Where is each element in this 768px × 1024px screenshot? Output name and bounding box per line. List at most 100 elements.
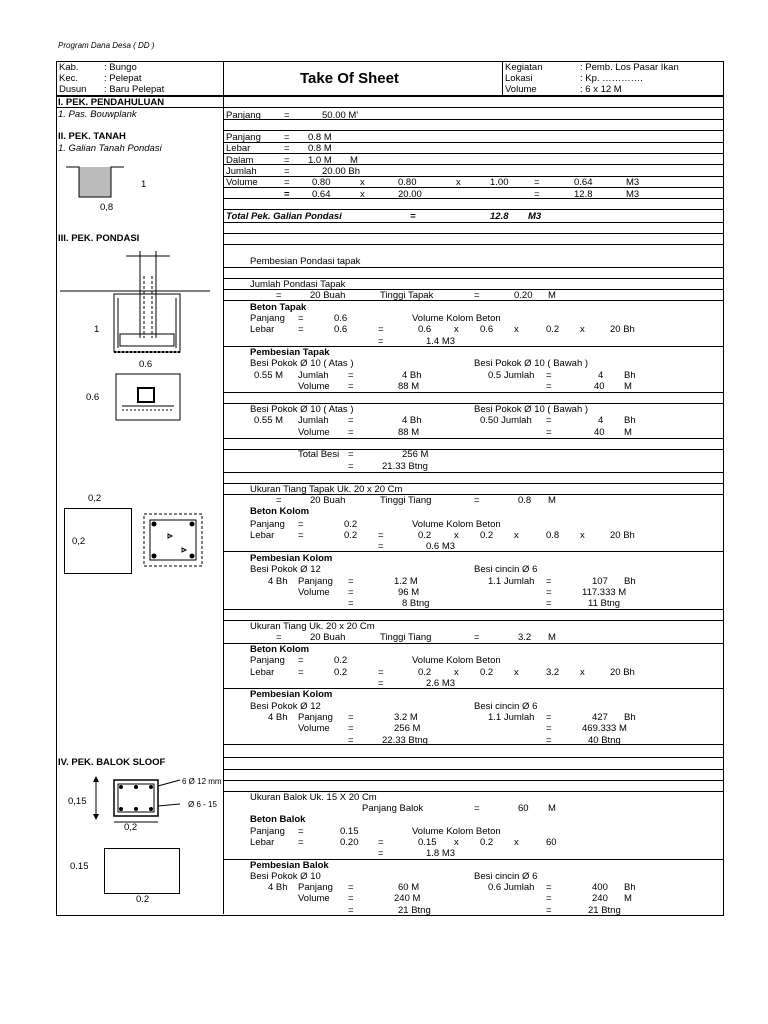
cell-text: 60 M (398, 882, 420, 893)
cell-text: 0.6 (334, 313, 348, 324)
cell-text: M (350, 155, 358, 166)
cell-text: = (298, 313, 304, 324)
cell-text: Pembesian Kolom (250, 553, 333, 564)
row-line (224, 643, 723, 644)
cell-text: M (548, 803, 556, 814)
row-line (224, 757, 723, 758)
cell-text: 0.80 (312, 177, 331, 188)
cell-text: Besi cincin Ø 6 (474, 871, 538, 882)
cell-text: = (348, 370, 354, 381)
cell-text: Volume Kolom Beton (412, 826, 501, 837)
cell-text: Ukuran Tiang Tapak Uk. 20 x 20 Cm (250, 484, 403, 495)
pondasi-plan-height-label: 0.6 (86, 392, 100, 403)
kegiatan-value: : Pemb. Los Pasar Ikan (580, 62, 679, 73)
cell-text: Panjang (250, 655, 285, 666)
cell-text: Pembesian Tapak (250, 347, 330, 358)
cell-text: 0.2 (334, 655, 348, 666)
cell-text: = (378, 336, 384, 347)
cell-text: = (276, 632, 282, 643)
cell-text: = (348, 381, 354, 392)
row-line (224, 300, 723, 301)
cell-text: = (284, 132, 290, 143)
pondasi-plan-drawing (115, 373, 181, 421)
cell-text: Pembesian Kolom (250, 689, 333, 700)
cell-text: 40 (594, 381, 605, 392)
cell-text: = (298, 655, 304, 666)
cell-text: Panjang (250, 826, 285, 837)
cell-text: Pembesian Balok (250, 860, 329, 871)
cell-text: = (284, 143, 290, 154)
cell-text: 0.2 (480, 530, 494, 541)
cell-text: 60 (546, 837, 557, 848)
cell-text: 240 M (394, 893, 421, 904)
cell-text: = (284, 155, 290, 166)
cell-text: 3.2 (546, 667, 560, 678)
cell-text: Jumlah (226, 166, 257, 177)
kolom-width-label: 0,2 (88, 493, 102, 504)
cell-text: 0.6 Jumlah (488, 882, 535, 893)
cell-text: 0.20 (340, 837, 359, 848)
cell-text: M (624, 381, 632, 392)
row-line (224, 472, 723, 473)
cell-text: Jumlah Pondasi Tapak (250, 279, 346, 290)
cell-text: = (348, 598, 354, 609)
cell-text: Panjang Balok (362, 803, 424, 814)
cell-text: 4 (598, 370, 604, 381)
row-line (224, 107, 723, 108)
cell-text: Panjang (250, 519, 285, 530)
cell-text: Besi Pokok Ø 10 ( Bawah ) (474, 404, 589, 415)
cell-text: = (348, 587, 354, 598)
cell-text: = (546, 381, 552, 392)
cell-text: 11 Btng (588, 598, 621, 609)
sloof-box-width-label: 0.2 (136, 894, 150, 905)
cell-text: = (474, 290, 480, 301)
row-line (224, 176, 723, 177)
cell-text: = (348, 712, 354, 723)
cell-text: Besi cincin Ø 6 (474, 564, 538, 575)
cell-text: = (546, 723, 552, 734)
cell-text: Besi Pokok Ø 10 ( Bawah ) (474, 358, 589, 369)
cell-text: = (348, 735, 354, 746)
cell-text: Besi Pokok Ø 10 ( Atas ) (250, 404, 354, 415)
pondasi-width-label: 0.6 (139, 359, 153, 370)
cell-text: = (378, 678, 384, 689)
cell-text: 20 Bh (610, 667, 635, 678)
cell-text: x (514, 667, 519, 678)
cell-text: 20.00 Bh (322, 166, 361, 177)
cell-text: 0.5 Jumlah (488, 370, 535, 381)
row-line (224, 449, 723, 450)
cell-text: 40 Btng (588, 735, 621, 746)
cell-text: 4 Bh (268, 882, 288, 893)
row-line (224, 187, 723, 188)
kec-value: : Pelepat (104, 73, 142, 84)
cell-text: 20 Bh (610, 530, 635, 541)
cell-text: 400 (592, 882, 608, 893)
cell-text: 96 M (398, 587, 420, 598)
kab-value: : Bungo (104, 62, 137, 73)
cell-text: 20 Buah (310, 290, 346, 301)
cell-text: 20 Bh (610, 324, 635, 335)
page-title: Take Of Sheet (300, 70, 399, 87)
cell-text: = (276, 495, 282, 506)
row-line (224, 142, 723, 143)
cell-text: = (474, 632, 480, 643)
cell-text: x (360, 189, 365, 200)
cell-text: Volume Kolom Beton (412, 519, 501, 530)
cell-text: x (454, 667, 459, 678)
cell-text: 0.2 (344, 530, 358, 541)
cell-text: = (546, 712, 552, 723)
cell-text: = (284, 189, 290, 200)
cell-text: M (624, 893, 632, 904)
cell-text: 0.8 M (308, 132, 332, 143)
cell-text: Lebar (250, 324, 275, 335)
cell-text: 256 M (402, 449, 429, 460)
cell-text: 22.33 Btng (382, 735, 428, 746)
cell-text: 0.8 (546, 530, 560, 541)
dusun-value: : Baru Pelepat (104, 84, 165, 95)
cell-text: = (348, 449, 354, 460)
cell-text: = (298, 530, 304, 541)
cell-text: 256 M (394, 723, 421, 734)
lokasi-label: Lokasi (505, 73, 533, 84)
volume-value: : 6 x 12 M (580, 84, 622, 95)
row-line (224, 278, 723, 279)
